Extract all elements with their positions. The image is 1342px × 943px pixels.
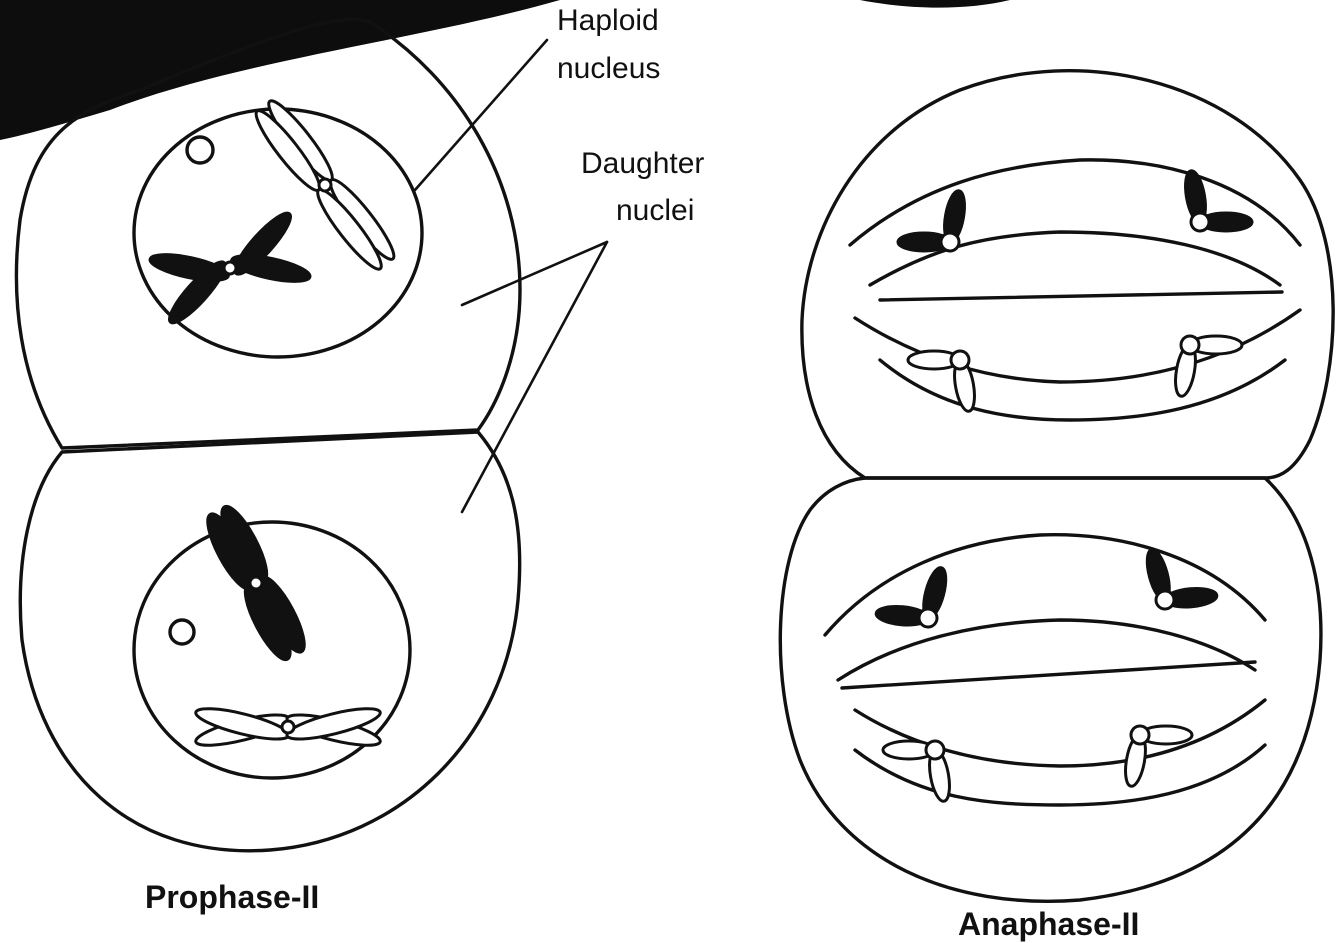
label-haploid-line1: Haploid bbox=[557, 4, 659, 37]
top-shadow-arc bbox=[800, 0, 1010, 8]
anaphase-chromosome-lower-ll bbox=[874, 732, 962, 806]
anaphase-lower-cell bbox=[780, 478, 1321, 901]
anaphase-chromosome-ll bbox=[899, 342, 987, 416]
caption-prophase-ii: Prophase-II bbox=[145, 879, 319, 915]
caption-anaphase-ii: Anaphase-II bbox=[958, 906, 1139, 942]
lower-chromosome-dark bbox=[200, 501, 312, 665]
anaphase-chromosome-ur bbox=[1173, 166, 1261, 240]
haploid-leader-line bbox=[415, 40, 547, 190]
label-daughter-line1: Daughter bbox=[581, 147, 704, 180]
lower-chromosome-light bbox=[193, 703, 382, 752]
label-haploid-line2: nucleus bbox=[557, 52, 660, 85]
lower-equator bbox=[842, 662, 1255, 688]
daughter-leader-line-upper bbox=[462, 242, 607, 305]
anaphase-chromosome-lower-ur bbox=[1138, 546, 1222, 614]
anaphase-ii-cells bbox=[780, 71, 1333, 902]
lower-spindle-fiber-top bbox=[838, 620, 1255, 680]
anaphase-upper-cell bbox=[802, 71, 1333, 478]
daughter-leader-line-lower bbox=[462, 242, 607, 512]
label-daughter-line2: nuclei bbox=[616, 194, 694, 227]
prophase-ii-cells bbox=[16, 19, 520, 850]
upper-equator bbox=[880, 292, 1282, 300]
anaphase-chromosome-lower-ul bbox=[871, 564, 955, 632]
lower-nucleolus bbox=[170, 620, 194, 644]
anaphase-chromosome-ul bbox=[889, 186, 977, 260]
upper-nucleolus bbox=[187, 137, 213, 163]
